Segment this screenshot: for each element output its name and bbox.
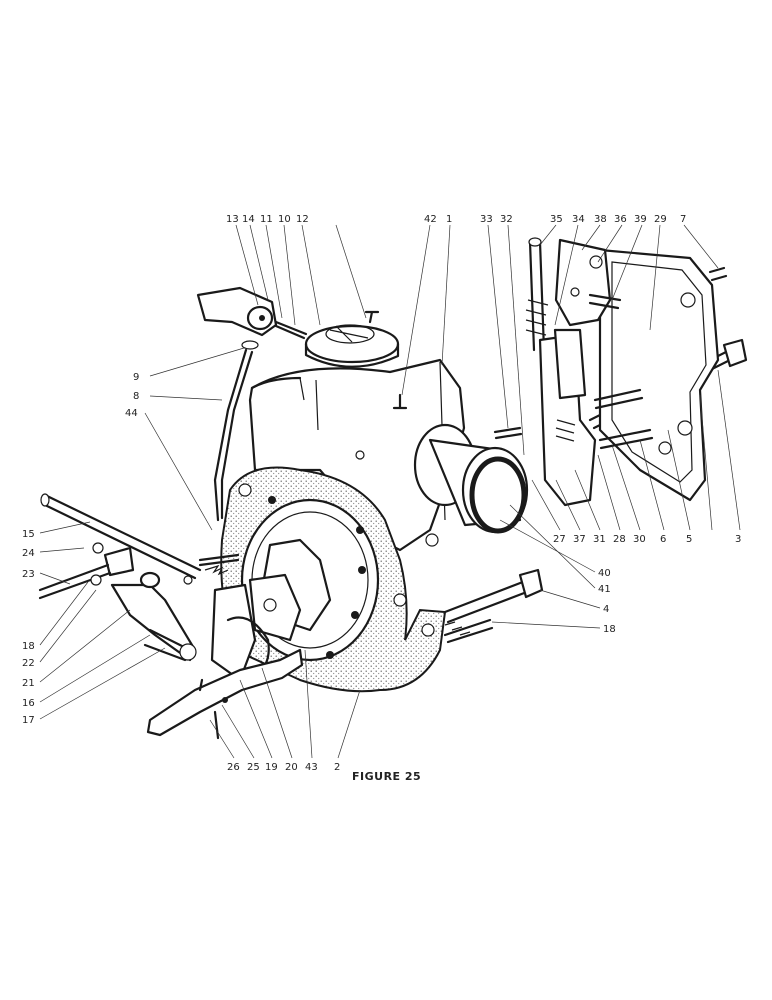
leader-lines xyxy=(39,224,741,759)
callout-18-left: 18 xyxy=(22,641,35,652)
callout-4: 4 xyxy=(603,604,609,615)
callout-18-right: 18 xyxy=(603,624,616,635)
callout-27: 27 xyxy=(553,534,566,545)
callout-34: 34 xyxy=(572,214,585,225)
callout-30: 30 xyxy=(633,534,646,545)
selector-rods xyxy=(38,493,202,662)
callout-24: 24 xyxy=(22,548,35,559)
callout-33: 33 xyxy=(480,214,493,225)
callout-labels: 13 14 11 10 12 42 1 33 32 35 34 38 36 39… xyxy=(22,214,741,773)
callout-13: 13 xyxy=(226,214,239,225)
callout-16: 16 xyxy=(22,698,35,709)
callout-6: 6 xyxy=(660,534,666,545)
callout-9: 9 xyxy=(133,372,139,383)
selector-mechanism xyxy=(198,538,332,682)
callout-26: 26 xyxy=(227,762,240,773)
callout-39: 39 xyxy=(634,214,647,225)
callout-21: 21 xyxy=(22,678,35,689)
callout-31: 31 xyxy=(593,534,606,545)
callout-37: 37 xyxy=(573,534,586,545)
figure-caption: FIGURE 25 xyxy=(352,770,421,783)
callout-8: 8 xyxy=(133,391,139,402)
callout-43: 43 xyxy=(305,762,318,773)
callout-20: 20 xyxy=(285,762,298,773)
callout-7: 7 xyxy=(680,214,686,225)
interlock-block xyxy=(493,237,654,507)
callout-29: 29 xyxy=(654,214,667,225)
callout-2: 2 xyxy=(334,762,340,773)
callout-38: 38 xyxy=(594,214,607,225)
callout-14: 14 xyxy=(242,214,255,225)
callout-5: 5 xyxy=(686,534,692,545)
callout-41: 41 xyxy=(598,584,611,595)
callout-44: 44 xyxy=(125,408,138,419)
callout-17: 17 xyxy=(22,715,35,726)
callout-12: 12 xyxy=(296,214,309,225)
callout-32: 32 xyxy=(500,214,513,225)
callout-1: 1 xyxy=(446,214,452,225)
callout-42: 42 xyxy=(424,214,437,225)
selector-fork xyxy=(146,648,304,740)
top-cover-plate xyxy=(304,310,400,368)
callout-10: 10 xyxy=(278,214,291,225)
callout-22: 22 xyxy=(22,658,35,669)
callout-23: 23 xyxy=(22,569,35,580)
callout-36: 36 xyxy=(614,214,627,225)
callout-28: 28 xyxy=(613,534,626,545)
callout-15: 15 xyxy=(22,529,35,540)
callout-25: 25 xyxy=(247,762,260,773)
callout-35: 35 xyxy=(550,214,563,225)
callout-19: 19 xyxy=(265,762,278,773)
breather-screw xyxy=(392,393,408,410)
callout-11: 11 xyxy=(260,214,273,225)
callout-40: 40 xyxy=(598,568,611,579)
bearing-sleeve xyxy=(413,423,529,534)
callout-3: 3 xyxy=(735,534,741,545)
